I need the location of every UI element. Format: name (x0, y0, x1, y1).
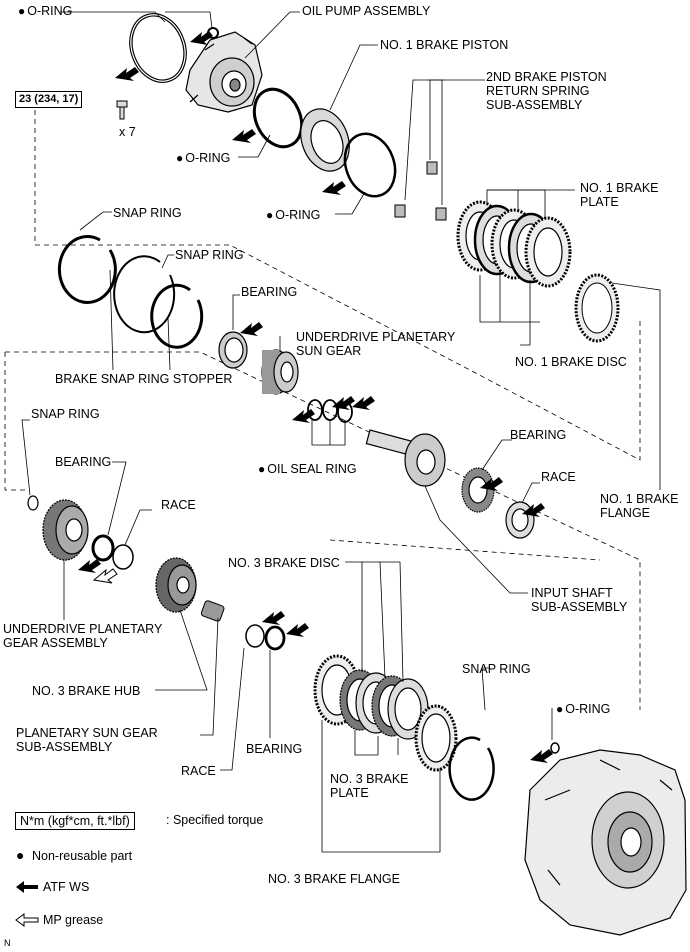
snap-ring-small-left (27, 495, 39, 511)
snap-ring-lower (448, 736, 495, 801)
bolt-part (116, 100, 128, 120)
dashed-guide-lines (4, 110, 641, 710)
label-bolt-quantity: x 7 (119, 125, 136, 139)
label-race-left: RACE (161, 498, 196, 512)
legend-mp-text: MP grease (43, 913, 104, 927)
snap-rings-upper (57, 234, 204, 349)
mp-arrow (92, 568, 118, 584)
label-oil-seal-ring: OIL SEAL RING (258, 462, 356, 476)
label-ud-sun-gear: UNDERDRIVE PLANETARY SUN GEAR (296, 330, 456, 358)
label-no1-brake-plate: NO. 1 BRAKE PLATE (580, 181, 659, 209)
bearing-2-race-1 (91, 534, 134, 570)
mp-grease-arrow-icon (15, 913, 39, 927)
label-oring-piston: O-RING (266, 208, 320, 222)
label-no3-brake-plate: NO. 3 BRAKE PLATE (330, 772, 409, 800)
legend-atf-text: ATF WS (43, 880, 90, 894)
atf-arrows (78, 31, 553, 763)
legend-torque-box: N*m (kgf*cm, ft.*lbf) (15, 812, 135, 830)
bearing-3-part (461, 467, 495, 513)
legend-nonreusable-text: Non-reusable part (32, 849, 133, 863)
label-planetary-sun-gear-sub: PLANETARY SUN GEAR SUB-ASSEMBLY (16, 726, 158, 754)
bearing-1-part (218, 331, 248, 369)
legend-torque-text: : Specified torque (166, 813, 264, 827)
race-3-bearing-4 (245, 624, 286, 651)
label-snap-ring-2: SNAP RING (175, 248, 244, 262)
label-oring-top: O-RING (18, 4, 72, 18)
label-no1-brake-flange: NO. 1 BRAKE FLANGE (600, 492, 679, 520)
label-snap-ring-4: SNAP RING (462, 662, 531, 676)
return-spring-parts (394, 161, 447, 221)
label-oring-case: O-RING (556, 702, 610, 716)
brake-piston-1 (300, 108, 350, 172)
label-no1-brake-disc: NO. 1 BRAKE DISC (515, 355, 627, 369)
oring-piston-part (343, 132, 397, 198)
leader-lines (21, 11, 661, 853)
ud-sun-gear-part (261, 349, 299, 395)
label-race-right: RACE (541, 470, 576, 484)
brake-discs-plates-3 (313, 654, 458, 772)
ud-gear-assembly-part (42, 499, 89, 561)
label-bearing-4: BEARING (246, 742, 303, 756)
label-no3-brake-flange: NO. 3 BRAKE FLANGE (268, 872, 400, 886)
label-bearing-3: BEARING (510, 428, 567, 442)
label-input-shaft: INPUT SHAFT SUB-ASSEMBLY (531, 586, 628, 614)
label-oring-mid: O-RING (176, 151, 230, 165)
label-ud-gear-assembly: UNDERDRIVE PLANETARY GEAR ASSEMBLY (3, 622, 163, 650)
oring-mid-part (252, 87, 304, 149)
brake-hub-3-part (200, 600, 225, 622)
label-return-spring: 2ND BRAKE PISTON RETURN SPRING SUB-ASSEM… (486, 70, 607, 112)
label-bearing-1: BEARING (241, 285, 298, 299)
input-shaft-part (365, 429, 446, 487)
planetary-gear-part (155, 557, 197, 613)
label-snap-ring-3: SNAP RING (31, 407, 100, 421)
label-race-3: RACE (181, 764, 216, 778)
label-oil-pump-assembly: OIL PUMP ASSEMBLY (302, 4, 431, 18)
label-brake-snap-ring-stopper: BRAKE SNAP RING STOPPER (55, 372, 233, 386)
nonreusable-dot-icon: ● (16, 847, 25, 863)
transaxle-case (524, 749, 687, 936)
label-no3-brake-disc: NO. 3 BRAKE DISC (228, 556, 340, 570)
brake-plates-discs-1 (456, 200, 572, 288)
oring-case-part (550, 742, 560, 754)
label-no3-brake-hub: NO. 3 BRAKE HUB (32, 684, 141, 698)
corner-mark: N (4, 938, 11, 948)
oil-pump-assembly (185, 31, 263, 113)
label-snap-ring-1: SNAP RING (113, 206, 182, 220)
torque-value-box: 23 (234, 17) (15, 91, 83, 108)
atf-arrow-icon (16, 881, 38, 893)
label-bearing-2: BEARING (55, 455, 112, 469)
race-right-part (505, 501, 535, 539)
label-no1-brake-piston: NO. 1 BRAKE PISTON (380, 38, 509, 52)
brake-flange-1 (574, 273, 620, 343)
